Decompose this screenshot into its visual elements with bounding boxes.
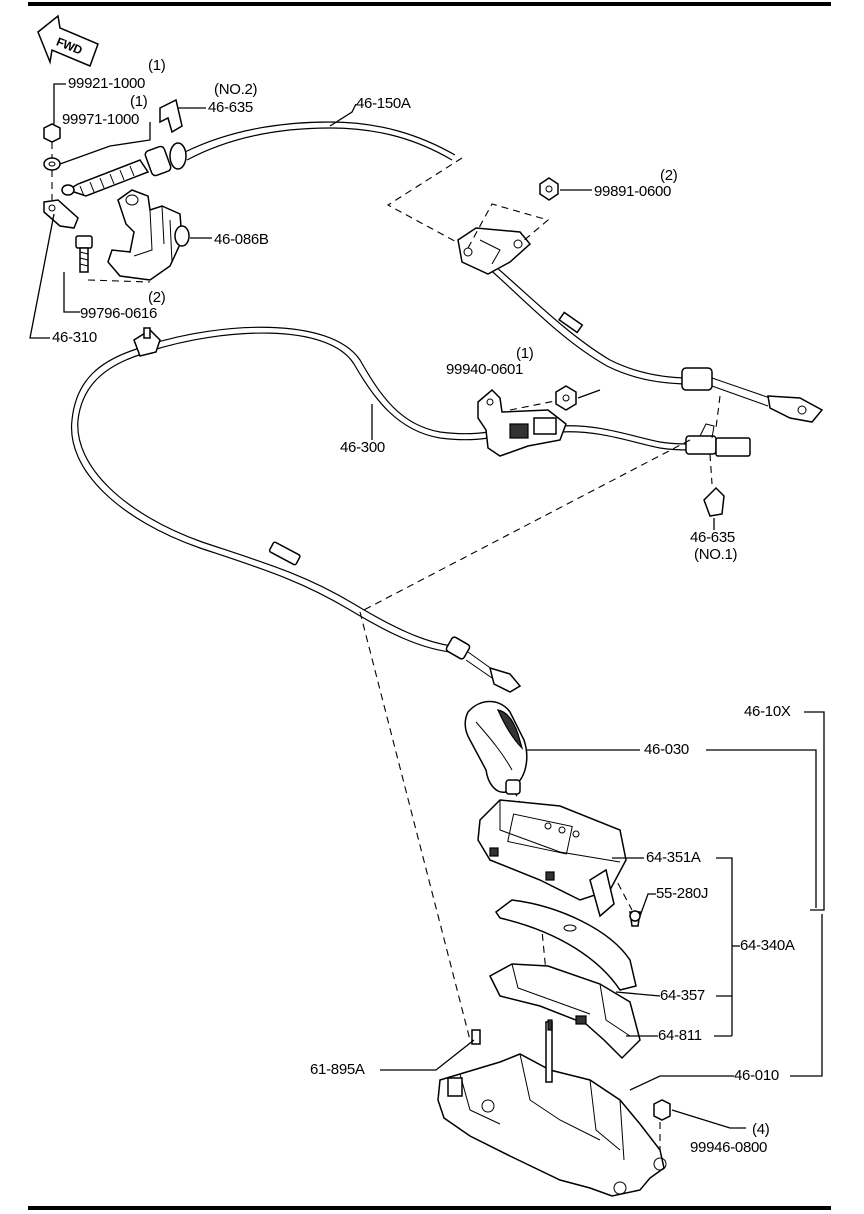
label-46-310: 46-310	[52, 329, 97, 346]
dashed-leader-lines	[359, 395, 721, 1041]
bracket-46-086b	[107, 189, 190, 281]
qty-99921: (1)	[148, 57, 166, 74]
guide-64-811	[489, 963, 641, 1060]
cable-46-300	[70, 326, 751, 693]
dust-cover-64-357	[494, 899, 637, 991]
label-46-10x: 46-10X	[744, 703, 791, 720]
label-46-086b: 46-086B	[214, 231, 269, 248]
fwd-arrow-icon	[37, 14, 99, 67]
label-46-150a: 46-150A	[356, 95, 411, 112]
cable-46-150a	[61, 121, 824, 423]
bolt-99946-0800	[653, 1099, 671, 1150]
label-64-357: 64-357	[660, 987, 705, 1004]
label-99946-0800: 99946-0800	[690, 1139, 768, 1156]
label-99921-1000: 99921-1000	[68, 75, 146, 92]
label-99891-0600: 99891-0600	[594, 183, 672, 200]
qty-99940: (1)	[516, 345, 534, 362]
clamp-46-310	[43, 199, 79, 229]
label-46-300: 46-300	[340, 439, 385, 456]
clip-46-635-no2	[159, 98, 183, 134]
label-99971-1000: 99971-1000	[62, 111, 140, 128]
screw-55-280j	[629, 910, 641, 927]
shifter-base-46-010	[437, 1019, 667, 1197]
label-46-635-no2: 46-635	[208, 99, 253, 116]
note-46-635-no1: (NO.1)	[694, 546, 738, 563]
nut-99891-0600	[539, 177, 559, 201]
qty-99971: (1)	[130, 93, 148, 110]
note-46-635-no2: (NO.2)	[214, 81, 258, 98]
nut-99921-1000	[43, 123, 61, 158]
label-61-895a: 61-895A	[310, 1061, 365, 1078]
shift-knob-46-030	[464, 700, 528, 795]
label-99940-0601: 99940-0601	[446, 361, 524, 378]
clip-46-635-no1	[703, 453, 725, 517]
label-46-635-no1: 46-635	[690, 529, 735, 546]
bottom-border	[28, 1206, 831, 1210]
label-64-351a: 64-351A	[646, 849, 701, 866]
label-64-811: 64-811	[658, 1027, 702, 1044]
top-border	[28, 2, 831, 6]
pin-61-895a	[471, 1029, 481, 1045]
cable-bracket-upper	[457, 203, 550, 275]
qty-99946: (4)	[752, 1121, 770, 1138]
label-46-030: 46-030	[644, 741, 689, 758]
cable-bracket-lower	[477, 388, 567, 457]
indicator-panel-64-351a	[477, 799, 627, 918]
label-46-010: 46-010	[734, 1067, 779, 1084]
nut-99940-0601	[555, 385, 577, 411]
qty-99796: (2)	[148, 289, 166, 306]
callout-lines	[29, 83, 825, 1129]
label-64-340a: 64-340A	[740, 937, 795, 954]
label-55-280j: 55-280J	[656, 885, 709, 902]
bolt-99796-0616	[75, 235, 151, 283]
label-99796-0616: 99796-0616	[80, 305, 158, 322]
washer-99971-1000	[43, 157, 61, 200]
qty-99891: (2)	[660, 167, 678, 184]
